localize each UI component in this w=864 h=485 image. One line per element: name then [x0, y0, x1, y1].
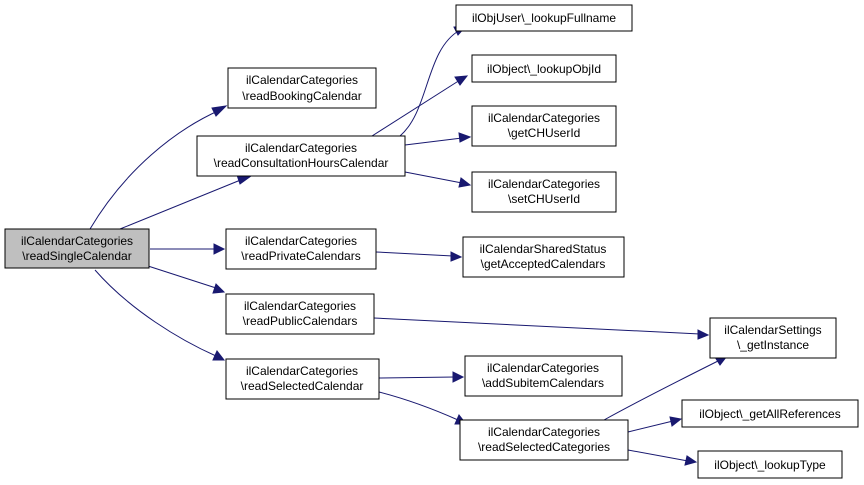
node-label: ilCalendarCategories — [488, 177, 600, 191]
node-lookupFullname[interactable]: ilObjUser\_lookupFullname — [455, 4, 633, 32]
node-getAcceptedCalendars[interactable]: ilCalendarSharedStatus \getAcceptedCalen… — [462, 236, 625, 278]
edge-root-consult — [119, 174, 253, 230]
node-lookupType[interactable]: ilObject\_lookupType — [697, 450, 843, 479]
edge-private-shared — [375, 251, 463, 262]
node-label: \_getInstance — [737, 338, 809, 352]
node-label: ilCalendarSharedStatus — [480, 242, 607, 256]
edge-selected-subitem — [378, 371, 465, 383]
node-label: \readPublicCalendars — [243, 314, 358, 328]
node-readSelectedCategories[interactable]: ilCalendarCategories \readSelectedCatego… — [459, 419, 629, 461]
node-label: \readConsultationHoursCalendar — [214, 156, 389, 170]
node-label: ilCalendarCategories — [246, 364, 358, 378]
node-getAllReferences[interactable]: ilObject\_getAllReferences — [681, 399, 859, 428]
node-label: ilCalendarCategories — [487, 361, 599, 375]
node-lookupObjId[interactable]: ilObject\_lookupObjId — [471, 54, 617, 83]
node-label: ilCalendarCategories — [21, 234, 133, 248]
node-label: ilCalendarCategories — [488, 111, 600, 125]
node-label: \setCHUserId — [508, 192, 580, 206]
node-label: \readSelectedCalendar — [241, 379, 364, 393]
node-readBookingCalendar[interactable]: ilCalendarCategories \readBookingCalenda… — [227, 67, 377, 109]
node-label: ilObject\_lookupType — [714, 458, 826, 472]
edge-public-settings — [373, 317, 710, 340]
node-label: ilObject\_getAllReferences — [699, 407, 840, 421]
node-label: ilObjUser\_lookupFullname — [472, 11, 616, 25]
node-label: \addSubitemCalendars — [482, 376, 604, 390]
edge-root-private — [150, 243, 226, 255]
edge-selcat-allrefs — [627, 416, 683, 433]
node-getInstance[interactable]: ilCalendarSettings \_getInstance — [709, 317, 837, 359]
node-label: ilCalendarCategories — [245, 234, 357, 248]
edge-consult-fullname — [399, 25, 468, 137]
node-label: \readBookingCalendar — [242, 89, 361, 103]
node-label: ilCalendarCategories — [245, 141, 357, 155]
node-getCHUserId[interactable]: ilCalendarCategories \getCHUserId — [471, 105, 617, 147]
node-label: \getCHUserId — [508, 126, 581, 140]
node-readPrivateCalendars[interactable]: ilCalendarCategories \readPrivateCalenda… — [225, 228, 377, 270]
node-label: ilCalendarCategories — [488, 425, 600, 439]
edge-root-selected — [94, 269, 226, 361]
node-label: ilCalendarCategories — [246, 73, 358, 87]
edge-root-public — [147, 265, 226, 294]
node-setCHUserId[interactable]: ilCalendarCategories \setCHUserId — [471, 171, 617, 213]
node-label: \readSelectedCategories — [478, 440, 610, 454]
node-label: ilObject\_lookupObjId — [487, 62, 601, 76]
node-label: \readSingleCalendar — [22, 249, 131, 263]
node-label: \readPrivateCalendars — [241, 249, 360, 263]
edge-consult-setch — [404, 171, 472, 188]
node-label: ilCalendarCategories — [244, 299, 356, 313]
edge-consult-getch — [404, 132, 472, 146]
node-label: ilCalendarSettings — [724, 323, 821, 337]
node-readPublicCalendars[interactable]: ilCalendarCategories \readPublicCalendar… — [225, 293, 375, 335]
node-readSingleCalendar[interactable]: ilCalendarCategories \readSingleCalendar — [4, 228, 150, 269]
node-readConsultationHoursCalendar[interactable]: ilCalendarCategories \readConsultationHo… — [196, 135, 406, 177]
edge-consult-objid — [371, 75, 469, 137]
node-readSelectedCalendar[interactable]: ilCalendarCategories \readSelectedCalend… — [225, 358, 380, 400]
edge-root-booking — [89, 105, 228, 230]
node-label: \getAcceptedCalendars — [481, 257, 606, 271]
node-addSubitemCalendars[interactable]: ilCalendarCategories \addSubitemCalendar… — [464, 355, 623, 397]
edge-selcat-lookuptype — [627, 449, 698, 466]
edge-selected-selcat — [378, 391, 468, 425]
